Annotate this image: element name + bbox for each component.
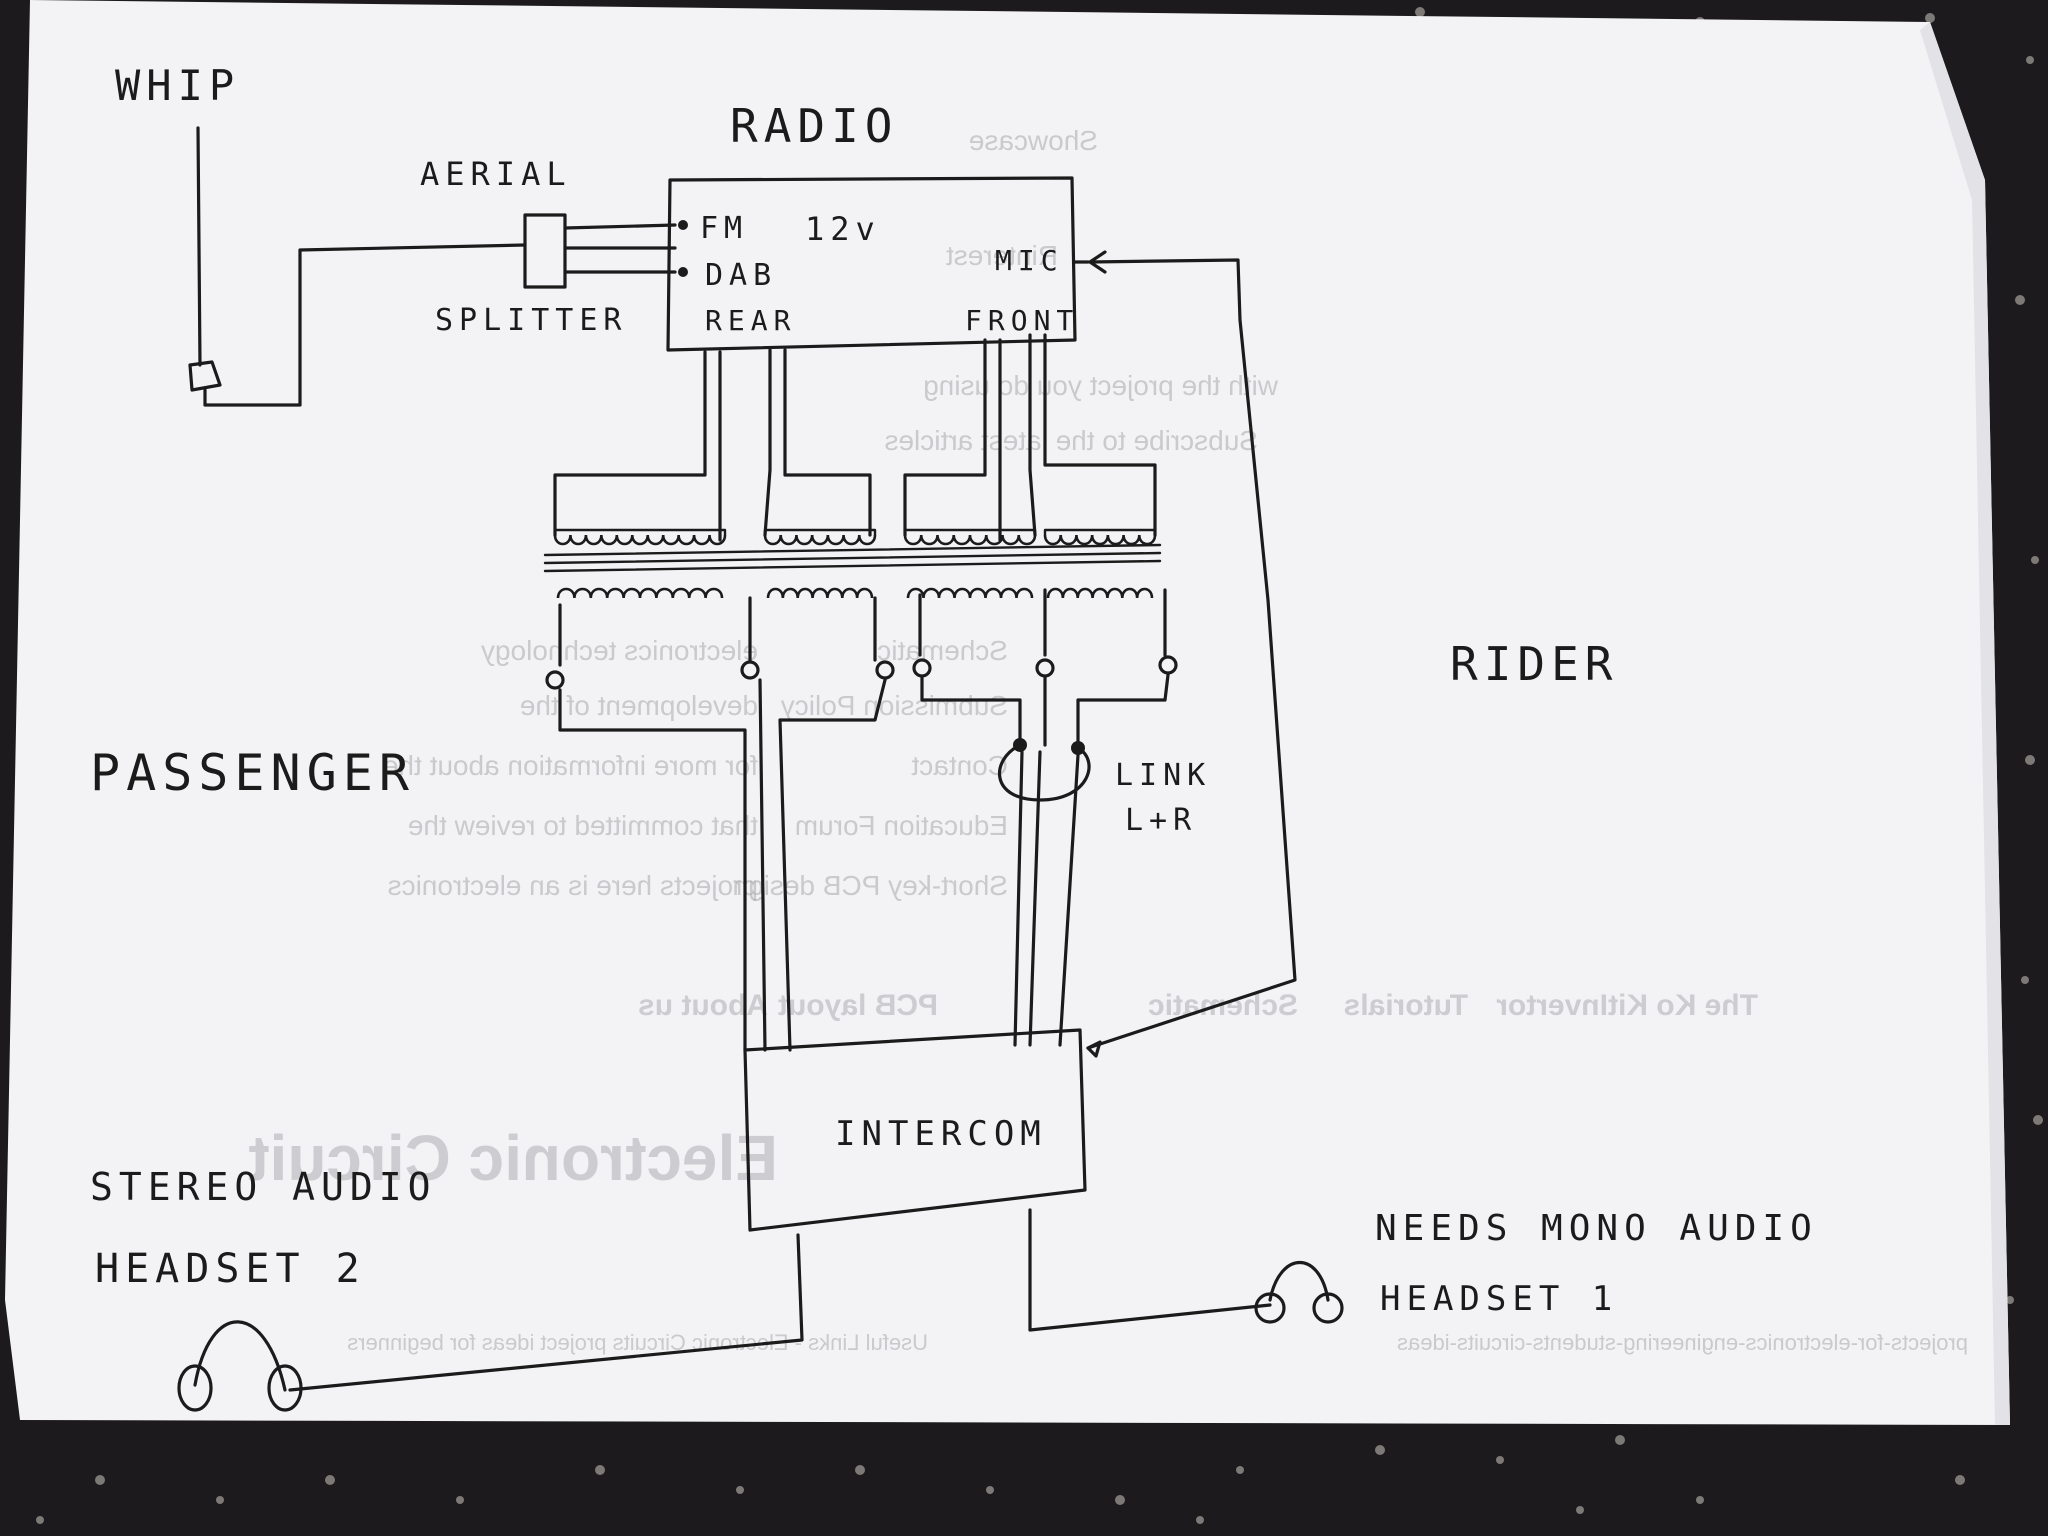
- label-headset2-line2: HEADSET 2: [95, 1246, 366, 1292]
- ghost-tab-5: Invertor: [1496, 989, 1608, 1022]
- transformer-primary-coil: [1043, 534, 1157, 546]
- headset-2-stereo: [177, 1233, 804, 1412]
- rear-output-wires: [553, 348, 872, 542]
- label-passenger: PASSENGER: [90, 744, 415, 802]
- ghost-right-line-1: Schematic: [877, 635, 1008, 666]
- whip-antenna: [188, 126, 527, 407]
- label-rear: REAR: [705, 304, 796, 337]
- front-output-wires: [903, 333, 1157, 542]
- ghost-right-line-5: Short-key PCB design: [733, 870, 1008, 901]
- transformer-secondary-coil: [906, 587, 1034, 599]
- label-whip: WHIP: [115, 61, 240, 110]
- label-front: FRONT: [965, 304, 1079, 337]
- ghost-tab-3: Schematic: [1148, 989, 1298, 1022]
- ghost-tab-6: The Ko Kit: [1608, 989, 1758, 1022]
- paper-sheet: [5, 0, 2010, 1425]
- label-headset1: HEADSET 1: [1380, 1279, 1618, 1319]
- label-rider: RIDER: [1450, 637, 1618, 691]
- transformer-primary-coil: [763, 534, 877, 546]
- transformer-secondary-coil: [766, 587, 874, 599]
- radio-unit: [666, 176, 1090, 352]
- ghost-right-line-2: Submission Policy: [781, 690, 1008, 721]
- transformer-primary-frame: [903, 528, 1037, 537]
- rider-side-wiring: [912, 588, 1178, 1047]
- ghost-left-line-2: development of the: [520, 690, 758, 721]
- transformer-primary-frame: [553, 528, 727, 537]
- transformer-secondary-coil: [556, 587, 724, 599]
- ghost-left-line-5: projects here is an electronics: [388, 870, 758, 901]
- headset-1-mono: [1028, 1208, 1344, 1332]
- ghost-left-line-4: that committed to review the: [408, 810, 758, 841]
- ghost-heading: Electronic Circuit: [248, 1122, 778, 1194]
- transformer-primary-frame: [1043, 528, 1157, 537]
- label-fm: FM: [700, 211, 748, 246]
- intercom-unit: [743, 1028, 1087, 1232]
- transformer-secondary-coils: [556, 587, 1154, 599]
- ghost-tab-2: PCB layout: [778, 989, 938, 1022]
- transformer-secondary-coil: [1046, 587, 1154, 599]
- paper-edge-shadow: [1920, 22, 2010, 1425]
- ghost-top-line-3: with the project you do using: [923, 370, 1279, 401]
- label-link-lr: L+R: [1125, 803, 1197, 838]
- label-radio: RADIO: [730, 99, 898, 153]
- ghost-top-line-1: Showcase: [969, 125, 1098, 156]
- transformer-primary-coil: [903, 534, 1037, 546]
- show-through-text: Showcase Rinterest with the project you …: [248, 125, 1968, 1355]
- ghost-right-line-3: Contact: [911, 750, 1008, 781]
- ghost-top-line-2: Rinterest: [946, 240, 1058, 271]
- transformer-primary-frame: [763, 528, 877, 537]
- ghost-tab-4: Tutorials: [1344, 989, 1468, 1022]
- label-intercom: INTERCOM: [835, 1114, 1047, 1154]
- ghost-footer-left: Useful Links - Electronic Circuits proje…: [347, 1330, 928, 1355]
- transformer-core: [543, 543, 1162, 573]
- ghost-top-line-4: Subscribe to the latest articles: [884, 425, 1258, 456]
- ghost-right-line-4: Education Forum: [795, 810, 1008, 841]
- label-12v: 12v: [805, 210, 881, 248]
- label-splitter: SPLITTER: [435, 303, 628, 338]
- mic-line: [1086, 250, 1297, 1058]
- transformer-primary-coils: [553, 528, 1157, 546]
- label-headset2-line1: STEREO AUDIO: [90, 1165, 437, 1209]
- label-dab: DAB: [705, 258, 777, 293]
- label-mic: MIC: [995, 244, 1064, 277]
- splitter: [523, 213, 677, 289]
- ghost-left-line-1: electronics technology: [481, 635, 758, 666]
- passenger-side-wiring: [545, 596, 895, 1052]
- label-headset1-note: NEEDS MONO AUDIO: [1375, 1208, 1818, 1249]
- ghost-tab-1: About us: [638, 989, 768, 1022]
- label-aerial: AERIAL: [420, 155, 572, 193]
- transformer-primary-coil: [553, 534, 727, 546]
- ghost-footer-right: projects-for-electronics-engineering-stu…: [1397, 1330, 1968, 1355]
- ghost-left-line-3: for more information about the: [383, 750, 758, 781]
- label-link: LINK: [1115, 758, 1211, 793]
